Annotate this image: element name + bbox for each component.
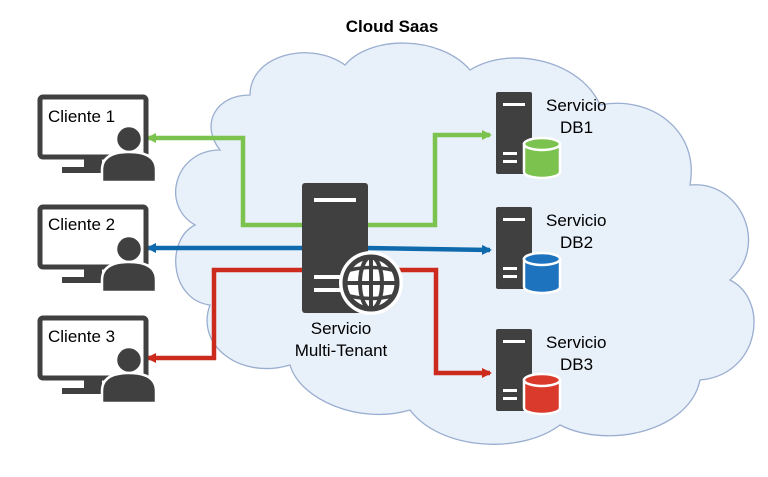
cloud-title: Cloud Saas xyxy=(346,17,439,36)
hub-label-line1: Servicio xyxy=(311,319,371,338)
connector-green-client1 xyxy=(146,133,305,228)
service-db1: Servicio DB1 xyxy=(496,92,606,180)
cloud-icon xyxy=(175,42,755,445)
hub-label-line2: Multi-Tenant xyxy=(295,341,388,360)
client-2-label: Cliente 2 xyxy=(48,215,115,234)
globe-icon xyxy=(339,251,403,315)
service-db3-label-line2: DB3 xyxy=(560,355,593,374)
user-icon xyxy=(100,234,158,294)
hub-server xyxy=(302,183,403,315)
client-2: Cliente 2 xyxy=(37,204,158,294)
client-3: Cliente 3 xyxy=(37,315,158,405)
user-icon xyxy=(100,124,158,184)
monitor-icon xyxy=(37,315,149,394)
database-icon xyxy=(522,372,562,416)
service-db1-label-line2: DB1 xyxy=(560,118,593,137)
service-db2-label-line2: DB2 xyxy=(560,233,593,252)
monitor-icon xyxy=(37,94,149,173)
user-icon xyxy=(100,345,158,405)
database-icon xyxy=(522,251,562,295)
monitor-icon xyxy=(37,204,149,283)
database-icon xyxy=(522,136,562,180)
client-1: Cliente 1 xyxy=(37,94,158,184)
service-db2: Servicio DB2 xyxy=(496,207,606,295)
connector-red-client3 xyxy=(146,267,305,363)
connector-blue-db2 xyxy=(364,244,492,255)
connector-red-db3 xyxy=(365,267,492,378)
client-3-label: Cliente 3 xyxy=(48,327,115,346)
service-db3-label-line1: Servicio xyxy=(546,333,606,352)
connector-green-db1 xyxy=(365,130,492,228)
service-db1-label-line1: Servicio xyxy=(546,96,606,115)
service-db3: Servicio DB3 xyxy=(496,329,606,416)
client-1-label: Cliente 1 xyxy=(48,107,115,126)
service-db2-label-line1: Servicio xyxy=(546,211,606,230)
